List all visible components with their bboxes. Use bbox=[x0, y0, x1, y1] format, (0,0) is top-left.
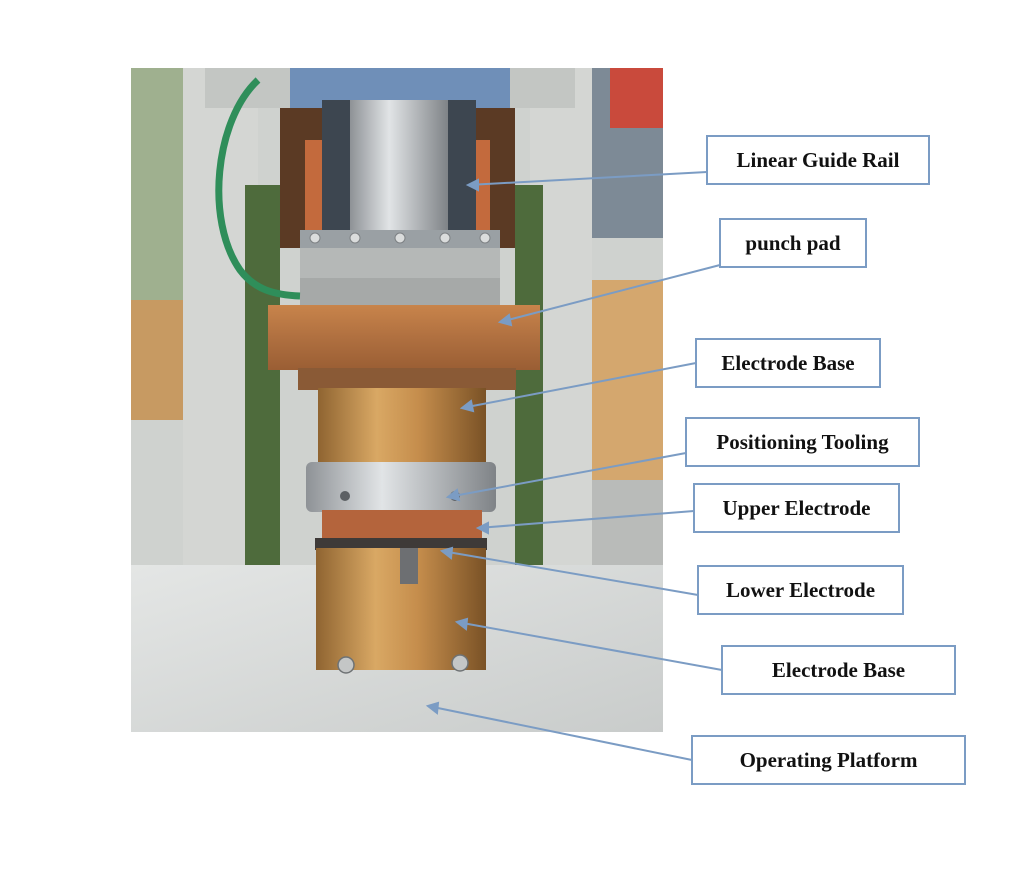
arrowhead bbox=[465, 178, 479, 192]
lower-electrode-clamp bbox=[400, 548, 418, 584]
arrowhead bbox=[445, 488, 461, 502]
callout-line-linear-guide-rail bbox=[467, 171, 708, 186]
label-linear-guide-rail: Linear Guide Rail bbox=[706, 135, 930, 185]
callout-line-positioning-tooling bbox=[447, 452, 687, 498]
arrowhead bbox=[439, 546, 454, 560]
callout-line-lower-electrode bbox=[441, 550, 699, 596]
label-electrode-base-upper: Electrode Base bbox=[695, 338, 881, 388]
callout-line-operating-platform bbox=[427, 705, 693, 761]
plate-bolts bbox=[309, 232, 491, 244]
background-trees bbox=[131, 68, 183, 308]
label-positioning-tooling: Positioning Tooling bbox=[685, 417, 920, 467]
workpiece-gap bbox=[315, 538, 487, 550]
callout-lines bbox=[425, 171, 723, 761]
upper-electrode bbox=[322, 510, 482, 542]
arrowhead bbox=[425, 701, 440, 715]
label-electrode-base-lower: Electrode Base bbox=[721, 645, 956, 695]
label-operating-platform: Operating Platform bbox=[691, 735, 966, 785]
positioning-tooling-ring bbox=[306, 462, 496, 512]
upper-electrode-base-cylinder bbox=[318, 388, 486, 473]
green-panel-right bbox=[515, 185, 543, 565]
green-panel-left bbox=[245, 185, 280, 565]
tooling-bolt bbox=[340, 491, 350, 501]
punch-pad-block bbox=[268, 305, 540, 370]
label-upper-electrode: Upper Electrode bbox=[693, 483, 900, 533]
guide-rail-right bbox=[448, 100, 476, 240]
arrowhead bbox=[454, 617, 469, 631]
label-punch-pad: punch pad bbox=[719, 218, 867, 268]
callout-line-electrode-base-upper bbox=[461, 362, 697, 409]
green-cable bbox=[215, 77, 301, 300]
middle-mount-plate bbox=[300, 248, 500, 278]
wooden-crate-left bbox=[131, 300, 183, 420]
punch-pad-lower-step bbox=[298, 368, 516, 390]
ram-cylinder bbox=[350, 100, 448, 240]
floor-right bbox=[592, 480, 663, 570]
red-sign bbox=[610, 68, 663, 128]
arrowhead bbox=[475, 521, 489, 535]
lower-mount-plate bbox=[300, 278, 500, 306]
arrowhead bbox=[497, 313, 513, 327]
platform-bolts bbox=[337, 654, 469, 674]
guide-rail-left bbox=[322, 100, 350, 240]
callout-line-upper-electrode bbox=[477, 510, 695, 529]
arrowhead bbox=[459, 399, 475, 413]
callout-line-punch-pad bbox=[499, 264, 721, 323]
callout-line-electrode-base-lower bbox=[456, 621, 723, 671]
label-lower-electrode: Lower Electrode bbox=[697, 565, 904, 615]
